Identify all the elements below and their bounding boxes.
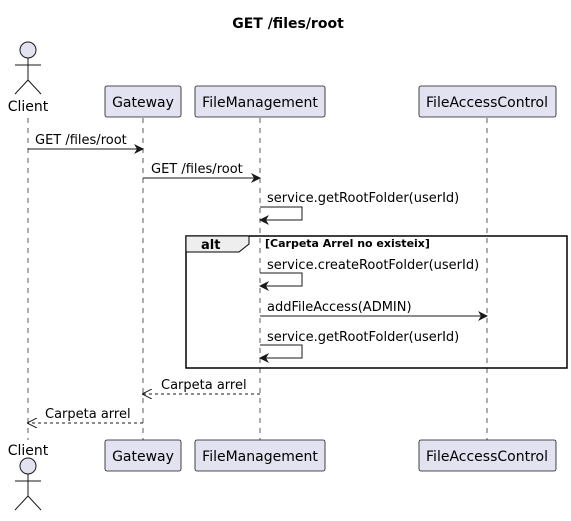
message-label: service.getRootFolder(userId) — [267, 330, 459, 345]
participant-gateway-top: Gateway — [104, 85, 182, 118]
participant-label: FileManagement — [202, 95, 318, 111]
participant-label: FileManagement — [202, 449, 318, 465]
alt-fragment: alt [Carpeta Arrel no existeix] — [185, 235, 568, 369]
actor-icon — [14, 41, 42, 95]
message-label: GET /files/root — [151, 162, 243, 177]
participant-label: FileAccessControl — [426, 449, 548, 465]
participant-label: Gateway — [112, 449, 174, 465]
diagram-title: GET /files/root — [232, 16, 344, 32]
message-5: addFileAccess(ADMIN) — [260, 300, 488, 321]
message-1: GET /files/root — [28, 133, 144, 154]
participant-fileaccesscontrol-bottom: FileAccessControl — [418, 439, 557, 472]
message-label: addFileAccess(ADMIN) — [267, 300, 412, 315]
participant-fileaccesscontrol-top: FileAccessControl — [418, 85, 557, 118]
message-label: service.getRootFolder(userId) — [267, 191, 459, 206]
message-label: service.createRootFolder(userId) — [267, 258, 479, 273]
participant-label: FileAccessControl — [426, 95, 548, 111]
fragment-guard: [Carpeta Arrel no existeix] — [265, 237, 430, 250]
message-4-self: service.createRootFolder(userId) — [259, 258, 479, 291]
participant-label: Gateway — [112, 95, 174, 111]
fragment-type: alt — [201, 238, 220, 253]
participant-filemanagement-bottom: FileManagement — [194, 439, 326, 472]
message-8-return: Carpeta arrel — [28, 407, 143, 423]
message-7-return: Carpeta arrel — [143, 378, 260, 394]
participant-label: Client — [8, 443, 49, 459]
message-label: Carpeta arrel — [45, 407, 131, 422]
participant-client-bottom: Client — [8, 443, 49, 511]
participant-filemanagement-top: FileManagement — [194, 85, 326, 118]
message-3-self: service.getRootFolder(userId) — [259, 191, 459, 225]
participant-client-top: Client — [8, 41, 49, 115]
message-label: Carpeta arrel — [161, 378, 247, 393]
message-6-self: service.getRootFolder(userId) — [259, 330, 459, 363]
participant-label: Client — [8, 99, 49, 115]
actor-icon — [14, 457, 42, 511]
participant-gateway-bottom: Gateway — [104, 439, 182, 472]
message-label: GET /files/root — [35, 133, 127, 148]
message-2: GET /files/root — [143, 162, 261, 183]
